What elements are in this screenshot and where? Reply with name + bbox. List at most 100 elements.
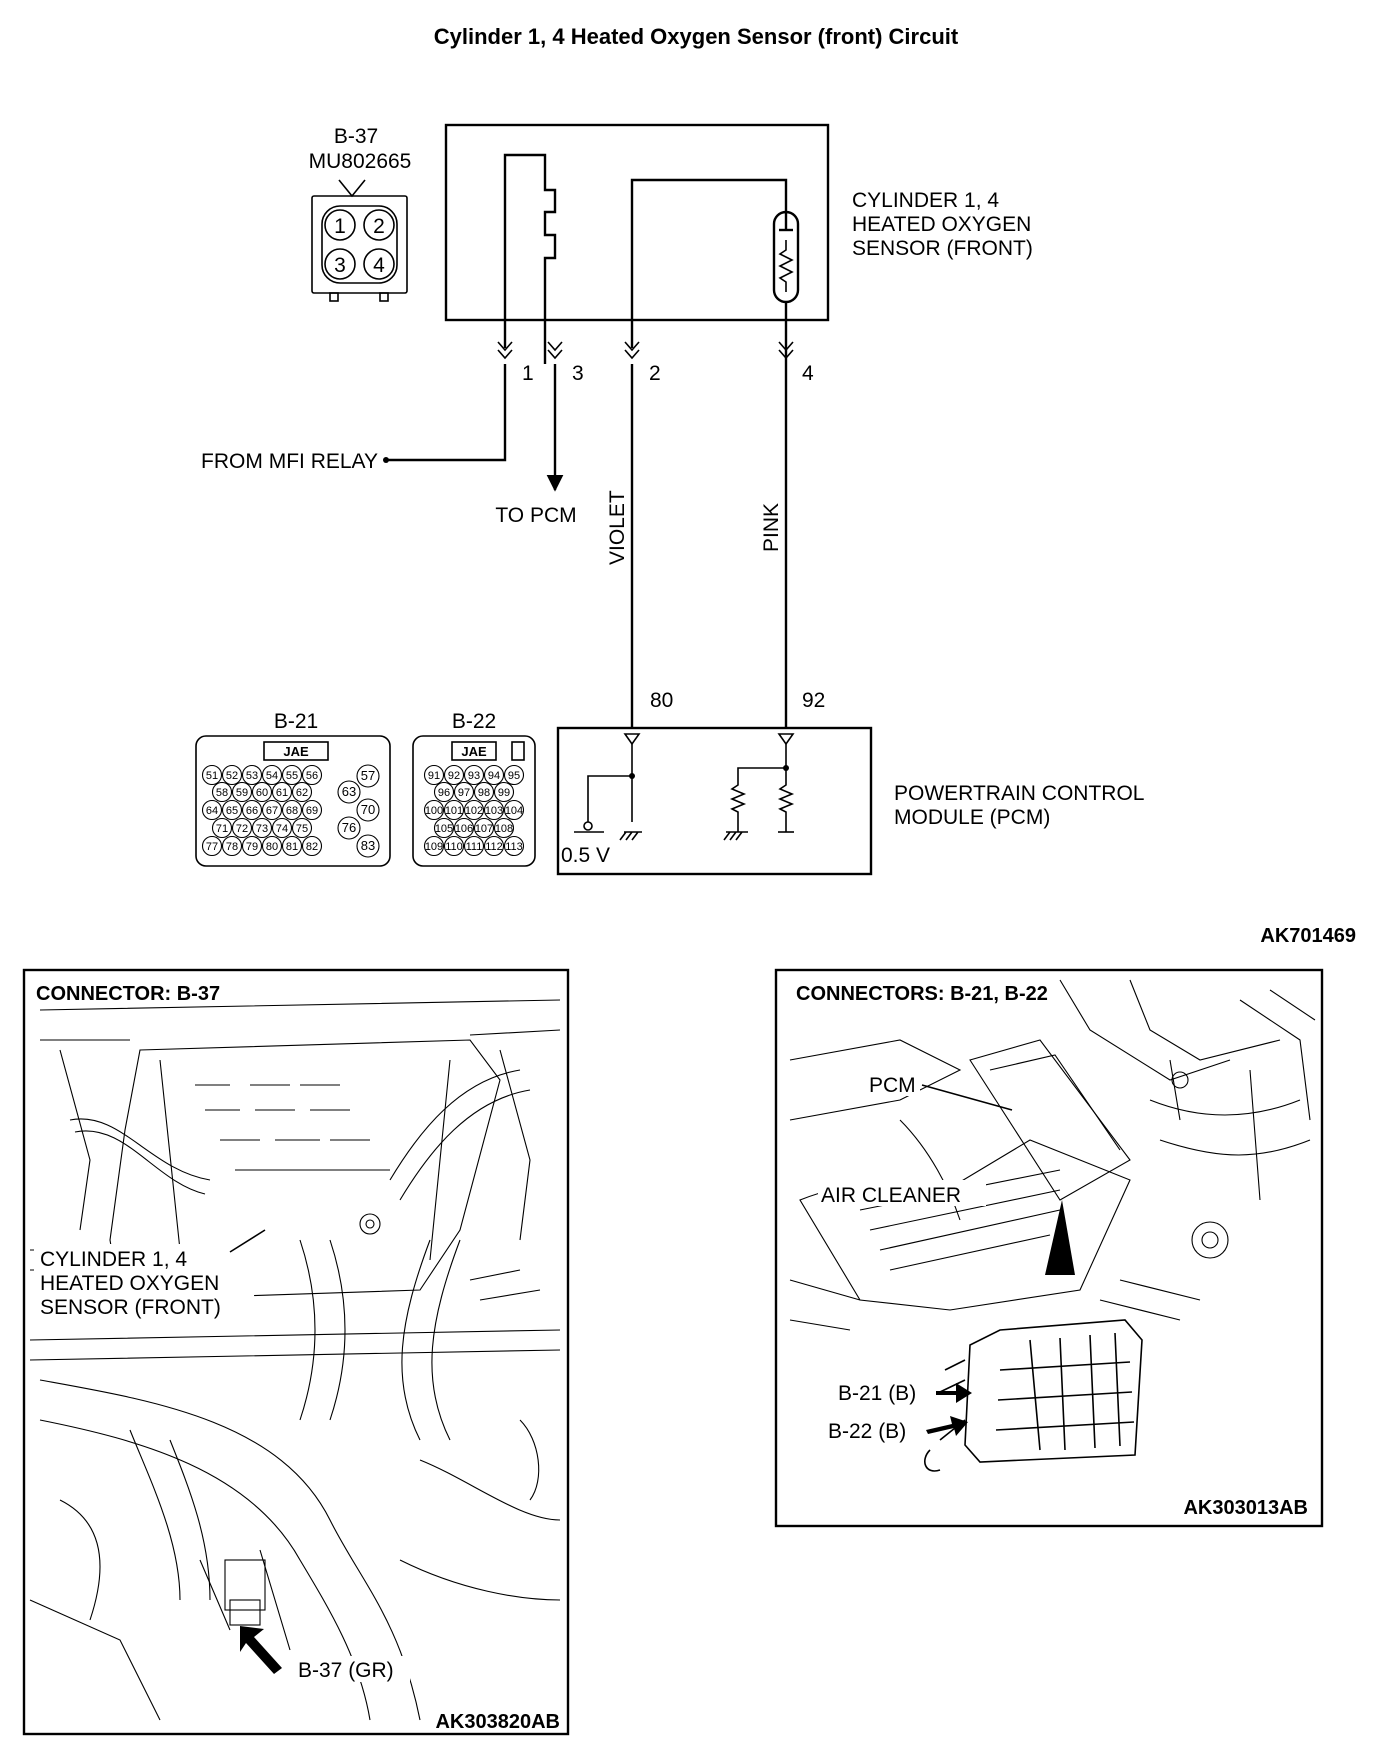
panel-connectors-b21-b22: CONNECTORS: B-21, B-22 PCM AIR CLEANER B…	[774, 968, 1324, 1528]
pointer-triangle-icon	[1045, 1200, 1075, 1275]
connector-pin-number: 109	[425, 841, 443, 853]
connector-pin	[201, 764, 223, 786]
connector-pin-number: 52	[226, 770, 238, 782]
b37-part-number: MU802665	[309, 150, 412, 173]
connector-pin-number: 83	[361, 838, 375, 853]
connector-pin-number: 60	[256, 787, 268, 799]
connector-pin	[433, 817, 455, 839]
connector-pin	[483, 799, 505, 821]
connector-pin	[356, 764, 380, 788]
connector-pin-number: 63	[342, 784, 356, 799]
connector-pin	[231, 781, 253, 803]
connector-pin-number: 94	[488, 770, 500, 782]
b21-location-label: B-21 (B)	[838, 1382, 916, 1405]
connector-pin	[201, 835, 223, 857]
b37-pin-2: 2	[373, 215, 385, 238]
connector-pin-number: 58	[216, 787, 228, 799]
sensor-terminals: 1 3 2 4	[497, 341, 814, 385]
diagram-code: AK701469	[1260, 925, 1356, 947]
sensor-label-1: CYLINDER 1, 4	[852, 189, 999, 212]
connector-pin	[251, 817, 273, 839]
connector-pin	[221, 764, 243, 786]
connector-pin	[453, 817, 475, 839]
connector-pin	[337, 816, 361, 840]
connector-pin-number: 54	[266, 770, 278, 782]
b22-maker: JAE	[461, 744, 487, 759]
connector-arrow-icon	[240, 1626, 282, 1674]
panel-right-frame	[774, 968, 1324, 1528]
connector-pin	[493, 817, 515, 839]
connector-pin-number: 71	[216, 823, 228, 835]
b21-connector-id: B-21	[274, 710, 318, 733]
connector-pin	[211, 781, 233, 803]
b37-connector-id: B-37	[334, 125, 378, 148]
sensor-label-2: HEATED OXYGEN	[852, 213, 1031, 236]
connector-pin-number: 59	[236, 787, 248, 799]
pcm-outline	[556, 726, 873, 876]
reference-voltage: 0.5 V	[561, 844, 610, 867]
connector-pin-number: 79	[246, 841, 258, 853]
sensor-label-3: SENSOR (FRONT)	[852, 237, 1033, 260]
pcm-terminal-80: 80	[650, 689, 673, 712]
pcm-label-2: MODULE (PCM)	[894, 806, 1050, 829]
pink-label: PINK	[760, 503, 783, 552]
connector-pin	[251, 781, 273, 803]
connector-pin-number: 92	[448, 770, 460, 782]
connector-pin	[356, 834, 380, 858]
pcm-unit-illustration	[924, 1319, 1143, 1472]
connector-pin	[443, 799, 465, 821]
connector-pin-number: 68	[286, 805, 298, 817]
connector-pin-number: 101	[445, 805, 463, 817]
panel-connector-b37: CONNECTOR: B-37 CYLINDER 1, 4 HEATED OXY…	[22, 968, 570, 1736]
connector-pin-number: 107	[475, 823, 493, 835]
connector-pin-number: 80	[266, 841, 278, 853]
b37-pin-3: 3	[334, 254, 346, 277]
connector-pin-number: 95	[508, 770, 520, 782]
connector-pin-number: 66	[246, 805, 258, 817]
connector-pin-number: 74	[276, 823, 288, 835]
terminal-3: 3	[572, 362, 584, 385]
panel-right-code: AK303013AB	[1183, 1497, 1308, 1519]
connector-pin	[281, 799, 303, 821]
connector-pin-number: 57	[361, 768, 375, 783]
connector-pin	[483, 764, 505, 786]
connector-pin-number: 81	[286, 841, 298, 853]
connector-pin-number: 104	[505, 805, 523, 817]
connector-pin	[301, 799, 323, 821]
connector-pin	[261, 764, 283, 786]
connector-pin-number: 55	[286, 770, 298, 782]
connector-pin-number: 93	[468, 770, 480, 782]
connector-pin-number: 82	[306, 841, 318, 853]
connector-pin	[483, 835, 505, 857]
engine-illustration-right	[789, 979, 1316, 1331]
panel-left-frame	[22, 968, 570, 1736]
connector-pin	[463, 799, 485, 821]
connector-pin	[473, 817, 495, 839]
connector-pin	[423, 835, 445, 857]
panel-left-code: AK303820AB	[435, 1711, 560, 1733]
connector-pin	[231, 817, 253, 839]
connector-pin	[301, 764, 323, 786]
connector-pin	[211, 817, 233, 839]
connector-pin	[356, 798, 380, 822]
connector-pin	[503, 835, 525, 857]
connector-pin	[221, 799, 243, 821]
connector-pin	[241, 835, 263, 857]
connector-pin-number: 73	[256, 823, 268, 835]
connector-pin-number: 100	[425, 805, 443, 817]
connector-face	[321, 205, 398, 284]
oxygen-sensor-box: CYLINDER 1, 4 HEATED OXYGEN SENSOR (FRON…	[444, 123, 1033, 364]
connector-pin-number: 62	[296, 787, 308, 799]
from-mfi-relay-label: FROM MFI RELAY	[201, 450, 378, 473]
connector-pin-number: 108	[495, 823, 513, 835]
b37-connector-symbol: B-37 MU802665 1 2 3 4	[309, 125, 412, 302]
connector-pin-number: 67	[266, 805, 278, 817]
sensor-resistor	[778, 240, 794, 292]
to-pcm-label: TO PCM	[495, 504, 576, 527]
connector-pin	[291, 817, 313, 839]
b22-location-label: B-22 (B)	[828, 1420, 906, 1443]
connector-pin	[443, 835, 465, 857]
panel-left-label-2: HEATED OXYGEN	[40, 1272, 219, 1295]
